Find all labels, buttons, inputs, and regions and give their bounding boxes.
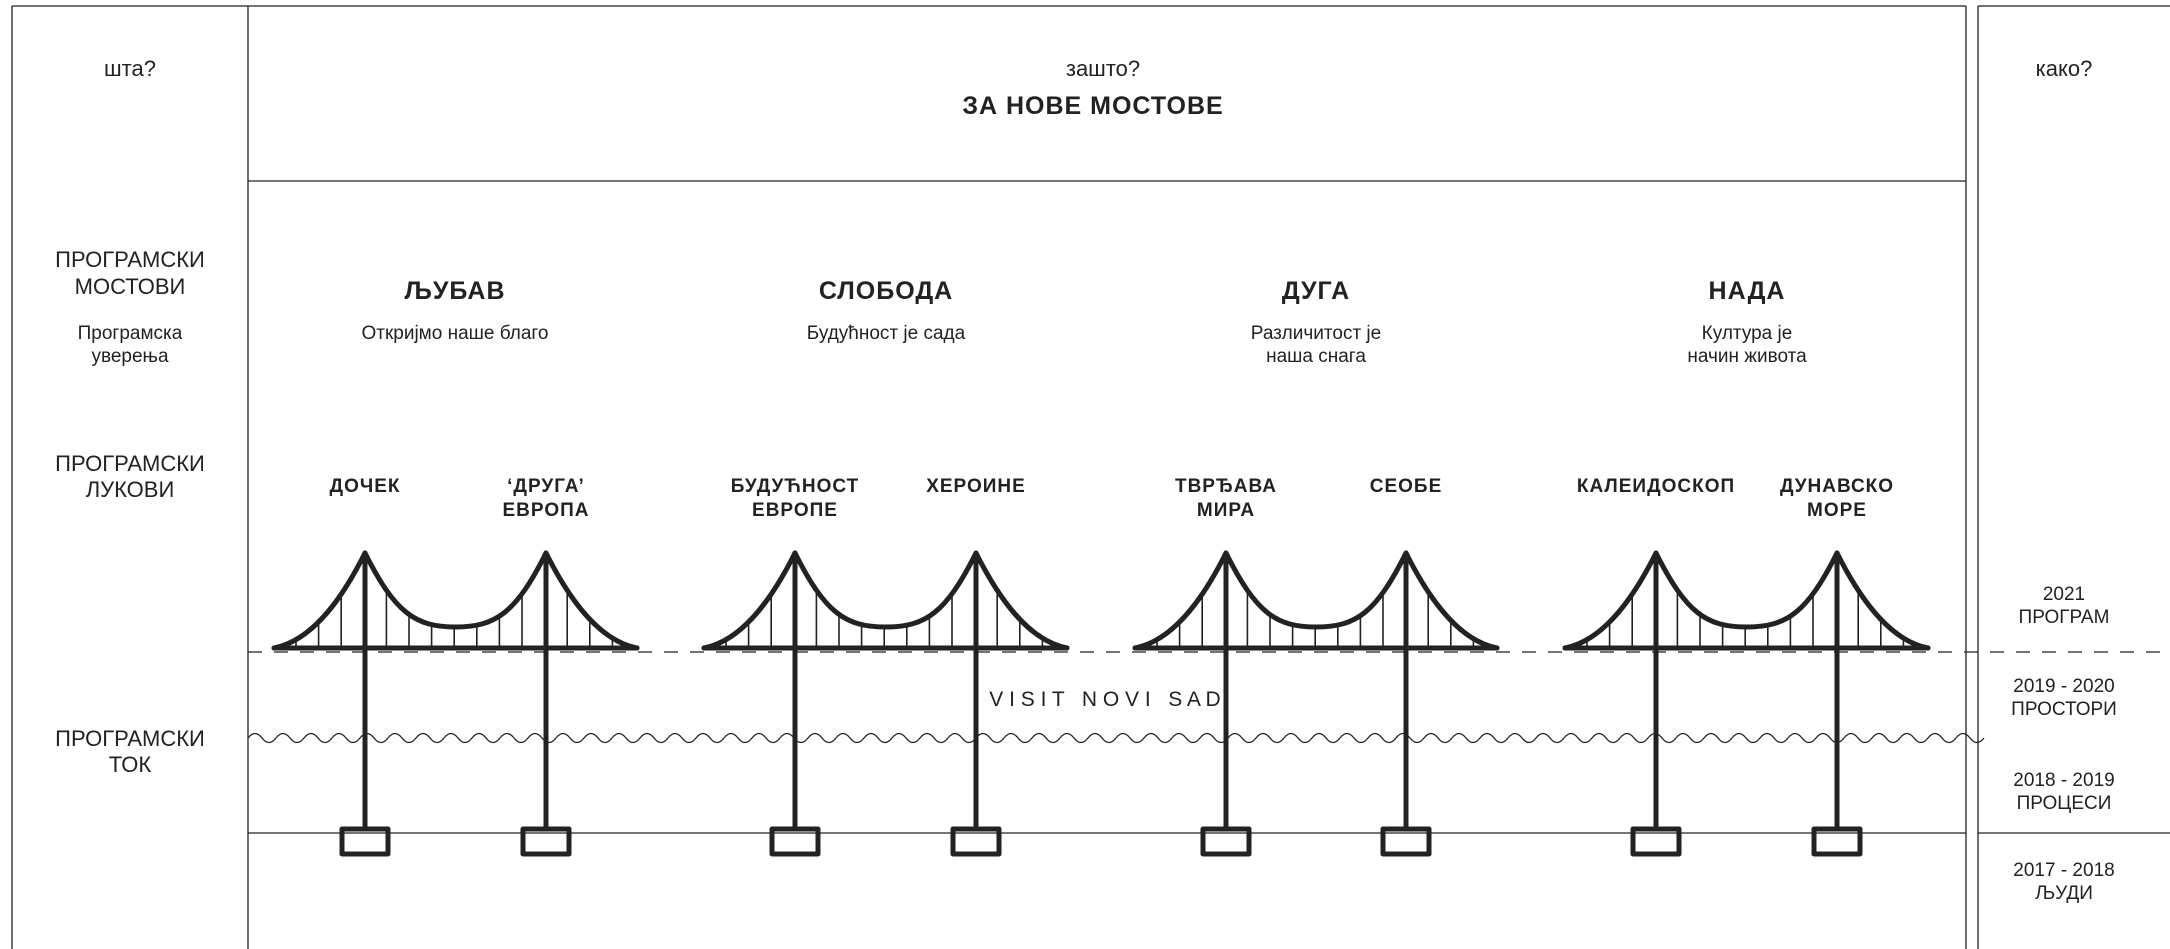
timeline-years-1: 2021 (2043, 584, 2085, 605)
bridge-belief-3-line2: наша снага (1266, 346, 1366, 367)
bridge-shapes (271, 550, 1931, 857)
bridge-pier (1380, 826, 1432, 857)
bridge-3 (1132, 550, 1500, 857)
timeline-phase-1: ПРОГРАМ (2019, 607, 2110, 628)
bridge-cable (271, 550, 640, 651)
bridge-4 (1562, 550, 1931, 857)
bridge-title-2: СЛОБОДА (819, 277, 953, 305)
program-flow-label-line2: ТОК (109, 752, 152, 777)
bridge-pier (1200, 826, 1252, 857)
program-bridges-label-line1: ПРОГРАМСКИ (55, 247, 205, 272)
bridge-cable (1562, 550, 1931, 651)
timeline-years-3: 2018 - 2019 (2013, 770, 2114, 791)
arch-label-1-1: ДОЧЕК (330, 476, 401, 497)
bridge-belief-4-line2: начин живота (1687, 346, 1807, 367)
bridge-title-4: НАДА (1709, 277, 1786, 305)
why-label: зашто? (1066, 56, 1140, 81)
bridge-pier (339, 826, 391, 857)
arch-label-4-2: ДУНАВСКО (1780, 476, 1894, 497)
arch-label-2-1: БУДУЋНОСТ (731, 476, 860, 497)
bridge-pier (950, 826, 1002, 857)
arch-label-4-2: МОРЕ (1807, 500, 1867, 521)
bridge-title-1: ЉУБАВ (404, 277, 505, 305)
visit-novi-sad-text: V I S I T N O V I S A D (989, 688, 1220, 711)
program-bridges-label-line2: МОСТОВИ (75, 274, 186, 299)
arch-label-3-1: МИРА (1197, 500, 1255, 521)
arch-label-4-1: КАЛЕИДОСКОП (1577, 476, 1735, 497)
arch-label-2-2: ХЕРОИНЕ (926, 476, 1026, 497)
program-beliefs-label-line2: уверења (91, 346, 169, 367)
program-arches-label-line2: ЛУКОВИ (86, 477, 175, 502)
program-flow-label-line1: ПРОГРАМСКИ (55, 726, 205, 751)
bridge-cable (1132, 550, 1500, 651)
timeline-phase-2: ПРОСТОРИ (2011, 699, 2117, 720)
river-wave (247, 732, 1985, 744)
arch-label-3-2: СЕОБЕ (1370, 476, 1443, 497)
bridge-belief-3-line1: Различитост је (1251, 323, 1381, 344)
timeline-phase-3: ПРОЦЕСИ (2017, 793, 2112, 814)
bridge-pier (769, 826, 821, 857)
bridge-pier (520, 826, 572, 857)
why-title: ЗА НОВЕ МОСТОВЕ (962, 92, 1223, 120)
program-arches-label-line1: ПРОГРАМСКИ (55, 451, 205, 476)
program-beliefs-label-line1: Програмска (78, 323, 183, 344)
bridge-1 (271, 550, 640, 857)
frame (11, 5, 2170, 949)
bridge-belief-2-line1: Будућност је сада (807, 323, 966, 344)
arch-label-1-2: ЕВРОПА (503, 500, 590, 521)
bridge-cable (701, 550, 1070, 651)
timeline-phase-4: ЉУДИ (2035, 883, 2093, 904)
bridge-belief-4-line1: Култура је (1702, 323, 1793, 344)
bridge-belief-1-line1: Откријмо наше благо (361, 323, 548, 344)
arch-label-3-1: ТВРЂАВА (1175, 476, 1277, 497)
bridge-pier (1630, 826, 1682, 857)
timeline-years-4: 2017 - 2018 (2013, 860, 2114, 881)
what-label: шта? (104, 56, 156, 81)
arch-label-2-1: ЕВРОПЕ (752, 500, 838, 521)
arch-label-1-2: ‘ДРУГА’ (507, 476, 585, 497)
bridge-pier (1811, 826, 1863, 857)
timeline-years-2: 2019 - 2020 (2013, 676, 2114, 697)
bridge-2 (701, 550, 1070, 857)
how-label: како? (2036, 56, 2093, 81)
bridge-title-3: ДУГА (1282, 277, 1350, 305)
